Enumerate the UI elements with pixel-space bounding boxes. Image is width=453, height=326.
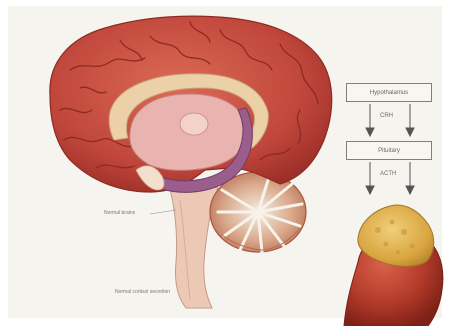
crh-label: CRH (380, 113, 393, 119)
label-pointer (150, 210, 176, 214)
pituitary-box: Pituitary (346, 141, 432, 160)
cerebellum (210, 172, 306, 252)
third-ventricle (180, 113, 208, 135)
acth-label: ACTH (380, 171, 396, 177)
brainstem (168, 182, 218, 308)
pituitary-box-label: Pituitary (378, 148, 400, 154)
caption: Normal cortisol secretion (115, 289, 170, 295)
hypothalamus-box-label: Hypothalamus (370, 90, 408, 96)
brain-label: Normal brains (104, 210, 135, 216)
hypothalamus-box: Hypothalamus (346, 83, 432, 102)
